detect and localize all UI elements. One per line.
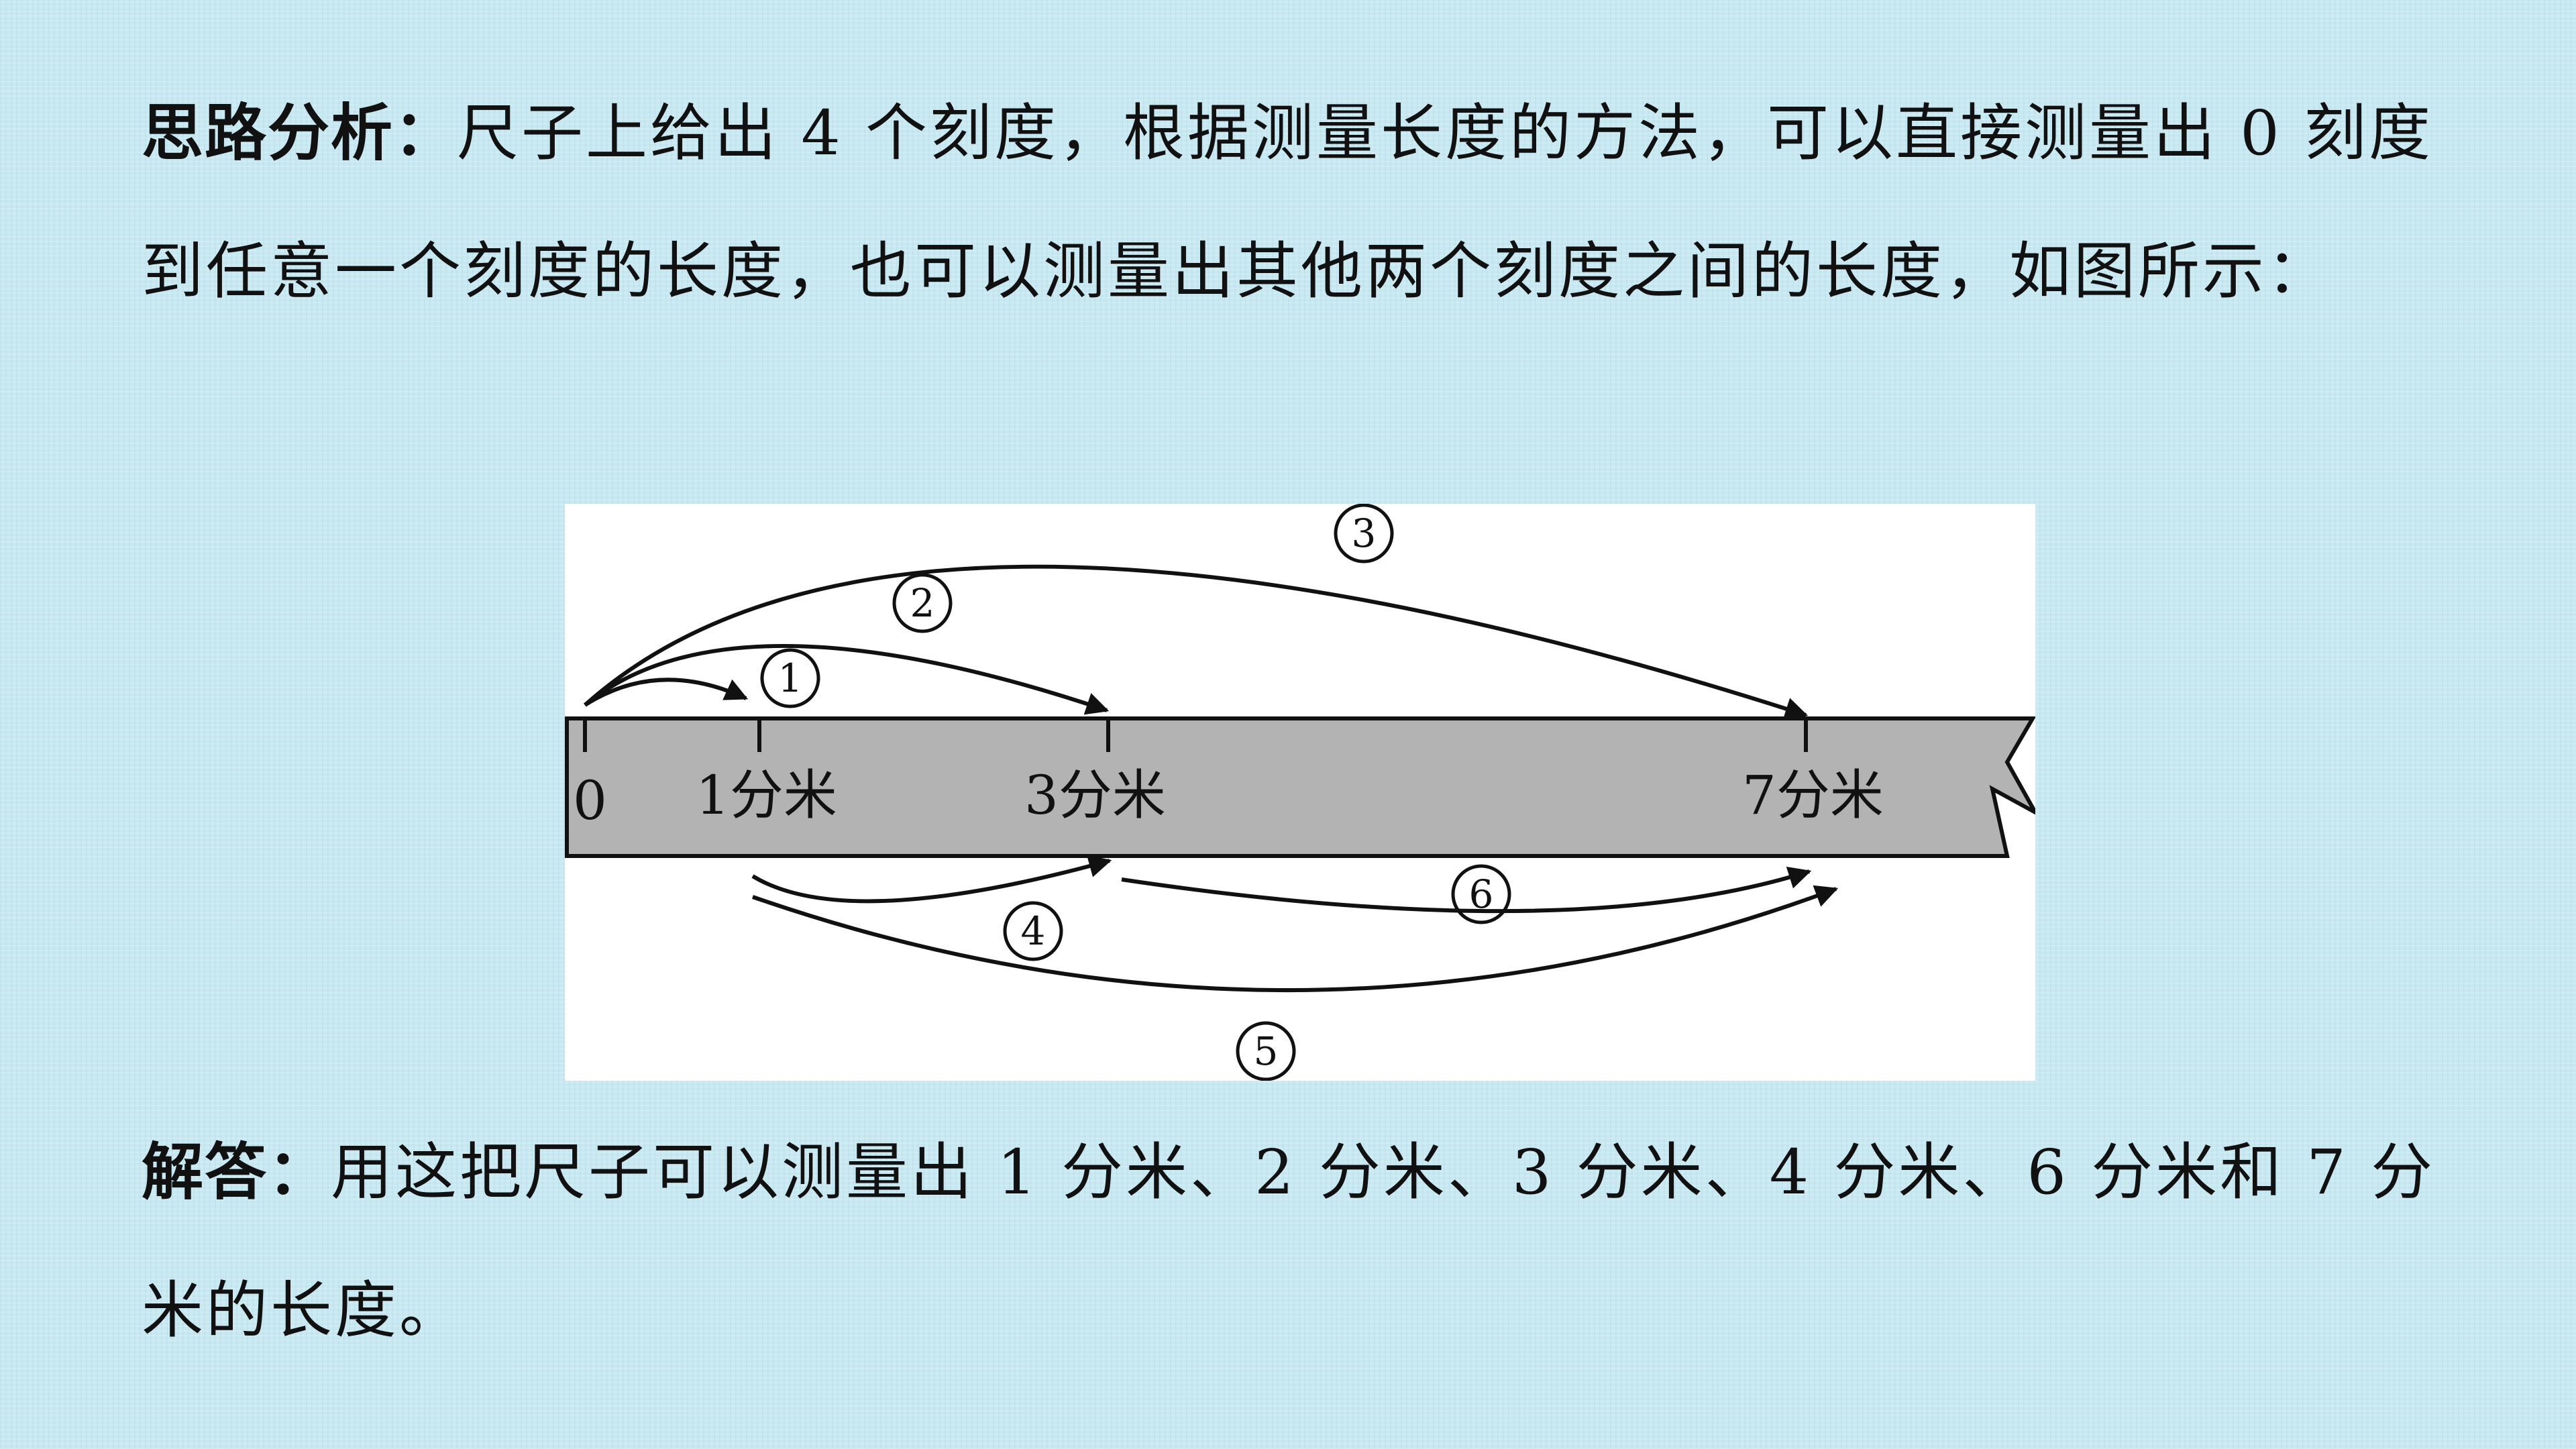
analysis-text: 尺子上给出 4 个刻度，根据测量长度的方法，可以直接测量出 0 刻度到任意一个刻… <box>142 97 2434 307</box>
ruler-diagram: 0 1分米 3分米 7分米 1 2 3 4 5 <box>565 504 2035 1081</box>
marker-4: 4 <box>1003 901 1063 961</box>
arc-2 <box>584 644 1110 715</box>
answer-label: 解答： <box>142 1136 331 1208</box>
ruler-figure: 0 1分米 3分米 7分米 1 2 3 4 5 <box>565 504 2035 1081</box>
answer-paragraph: 解答：用这把尺子可以测量出 1 分米、2 分米、3 分米、4 分米、6 分米和 … <box>142 1104 2469 1380</box>
marker-6: 6 <box>1451 864 1511 924</box>
tick-label-0: 0 <box>573 769 607 832</box>
arc-4 <box>751 855 1112 904</box>
arc-6 <box>1121 866 1812 914</box>
arc-1 <box>584 678 749 707</box>
analysis-paragraph: 思路分析：尺子上给出 4 个刻度，根据测量长度的方法，可以直接测量出 0 刻度到… <box>142 64 2469 341</box>
arc-5 <box>752 885 1839 992</box>
tick-label-7: 7分米 <box>1742 764 1884 826</box>
marker-2: 2 <box>892 573 953 633</box>
marker-2-label: 2 <box>910 580 935 626</box>
marker-5-label: 5 <box>1254 1028 1279 1074</box>
marker-5: 5 <box>1236 1021 1296 1081</box>
ruler-body <box>565 716 2035 858</box>
marker-3-label: 3 <box>1352 511 1377 556</box>
analysis-label: 思路分析： <box>142 97 458 169</box>
marker-4-label: 4 <box>1021 908 1046 954</box>
arc-3 <box>584 564 1809 720</box>
marker-6-label: 6 <box>1469 871 1494 917</box>
marker-1-label: 1 <box>778 655 803 701</box>
answer-text: 用这把尺子可以测量出 1 分米、2 分米、3 分米、4 分米、6 分米和 7 分… <box>142 1136 2436 1346</box>
marker-1: 1 <box>760 648 820 708</box>
marker-3: 3 <box>1334 504 1394 564</box>
tick-label-1: 1分米 <box>696 764 837 826</box>
tick-label-3: 3分米 <box>1024 764 1166 826</box>
